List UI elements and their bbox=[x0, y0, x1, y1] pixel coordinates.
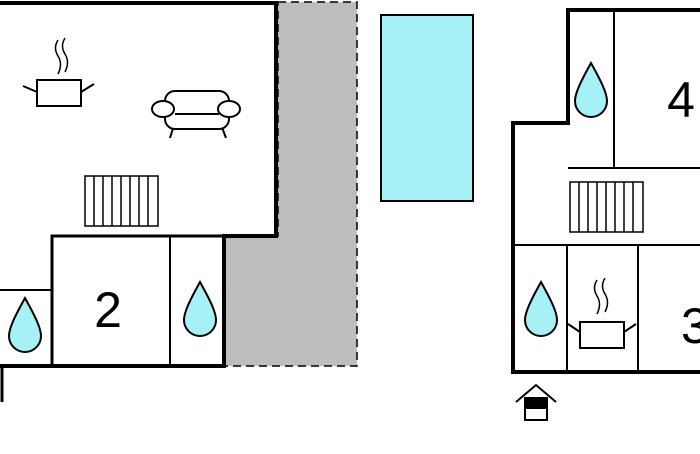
left-wall-inner-top bbox=[50, 234, 224, 366]
shower-drop-icon bbox=[523, 279, 559, 337]
radiator-icon bbox=[84, 175, 159, 227]
shower-drop-icon bbox=[7, 295, 43, 353]
terrace-area bbox=[224, 1, 358, 367]
shower-drop-icon bbox=[573, 60, 609, 118]
right-building bbox=[511, 8, 700, 374]
cooking-pot-icon bbox=[22, 37, 95, 107]
room-number-2: 2 bbox=[94, 282, 122, 338]
radiator-icon bbox=[569, 181, 644, 233]
shower-drop-icon bbox=[182, 279, 218, 337]
left-building bbox=[0, 1, 278, 402]
room-number-4: 4 bbox=[667, 72, 695, 128]
right-wall-outer bbox=[511, 8, 700, 374]
pool bbox=[380, 14, 474, 202]
cooking-pot-icon bbox=[567, 277, 637, 349]
entrance-house-icon bbox=[515, 383, 557, 421]
left-wall-outer bbox=[0, 1, 278, 368]
room-number-3: 3 bbox=[681, 298, 700, 354]
sofa-icon bbox=[151, 90, 241, 139]
